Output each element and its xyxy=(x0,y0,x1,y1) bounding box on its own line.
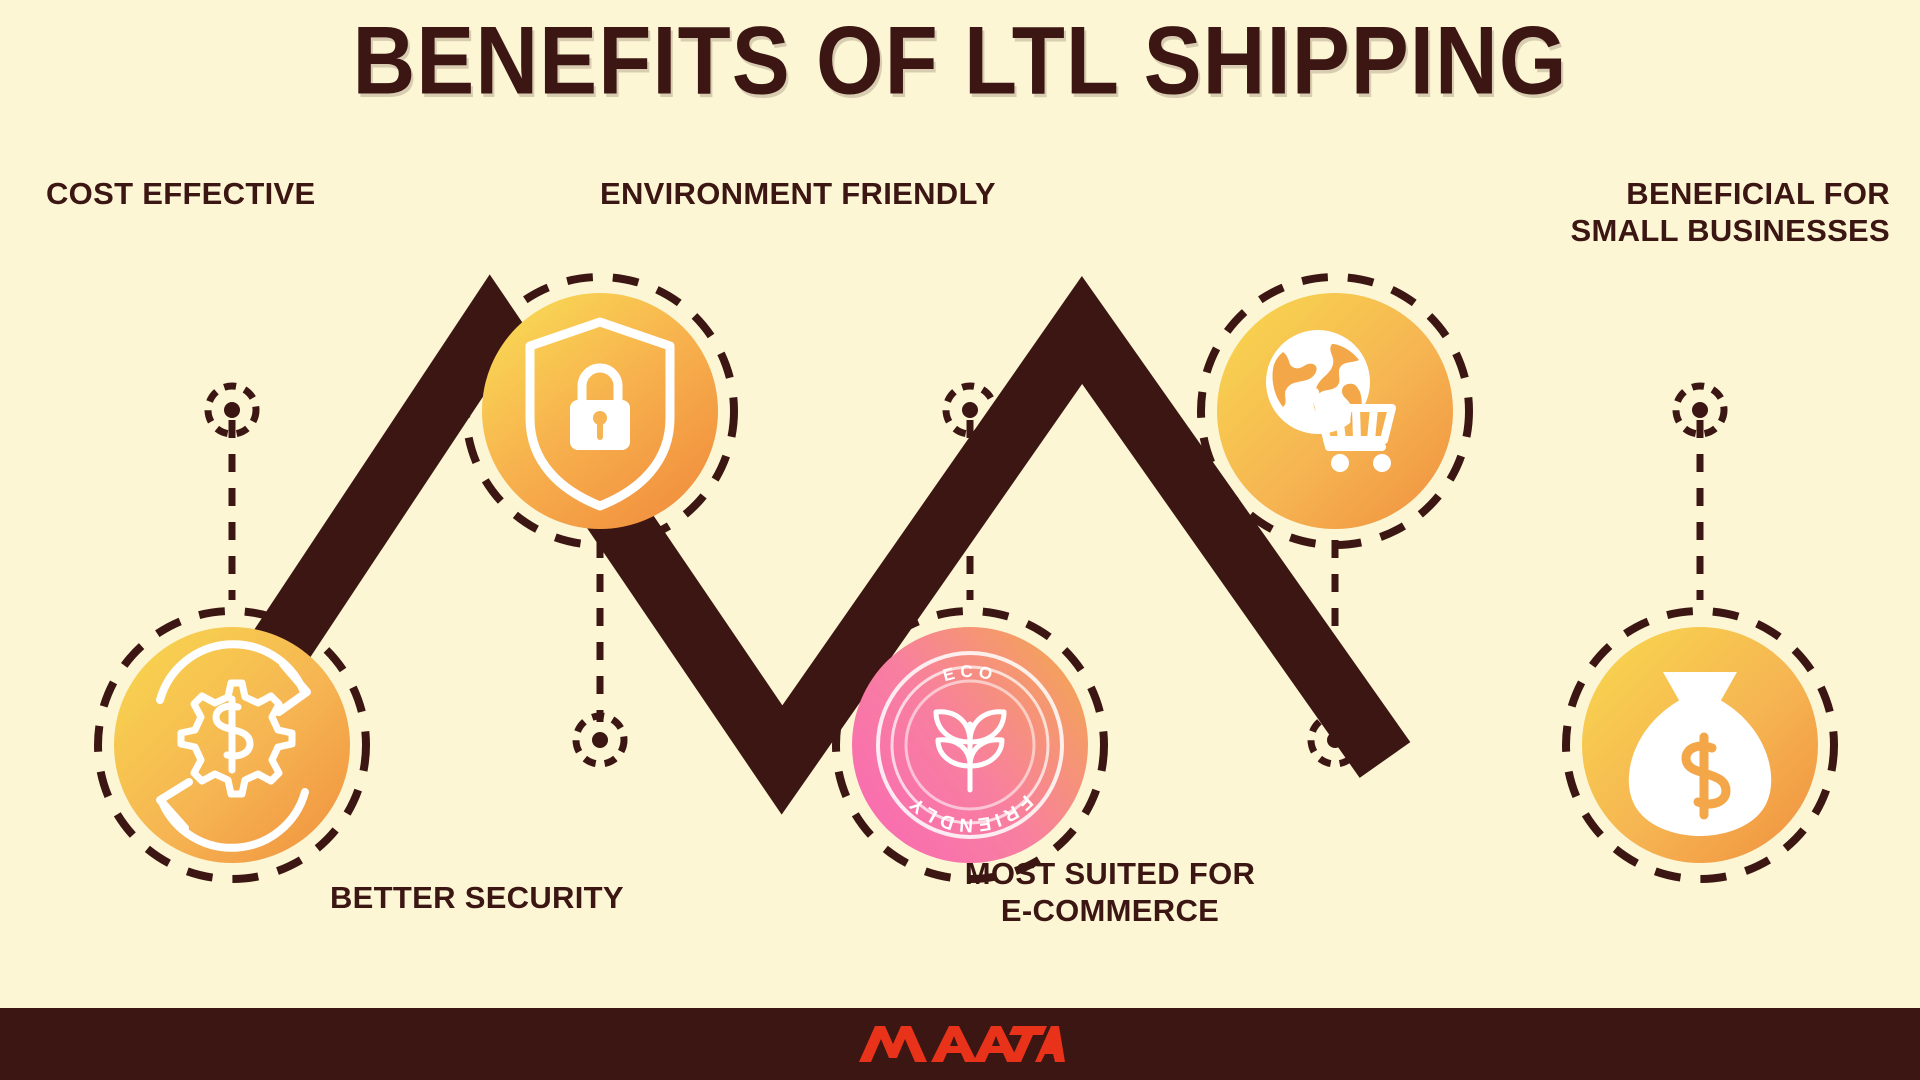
label-beneficial-small-businesses: BENEFICIAL FOR SMALL BUSINESSES xyxy=(1430,176,1890,249)
node-cost-effective[interactable] xyxy=(94,607,370,883)
dashed-ring-small-businesses xyxy=(1562,607,1838,883)
money-gear-cycle-icon xyxy=(156,640,311,852)
node-beneficial-small-businesses[interactable] xyxy=(1562,607,1838,883)
label-cost-effective: COST EFFECTIVE xyxy=(46,176,316,211)
label-small-businesses-line2: SMALL BUSINESSES xyxy=(1570,212,1890,248)
eco-friendly-badge-icon: ECO FRIENDLY xyxy=(876,651,1064,839)
footer-bar xyxy=(0,1008,1920,1080)
maata-logo[interactable] xyxy=(855,1022,1065,1066)
node-most-suited-ecommerce[interactable] xyxy=(1197,273,1473,549)
label-most-suited-ecommerce: MOST SUITED FOR E-COMMERCE xyxy=(900,856,1320,929)
zigzag-connector-ribbon xyxy=(179,274,1411,815)
label-small-businesses-line1: BENEFICIAL FOR xyxy=(1626,176,1890,211)
label-ecommerce-line1: MOST SUITED FOR xyxy=(964,856,1256,891)
maata-logo-mark xyxy=(859,1026,1065,1062)
stem-endpoint-dots xyxy=(204,382,1728,768)
node-environment-friendly[interactable]: ECO FRIENDLY xyxy=(832,607,1108,883)
label-better-security: BETTER SECURITY xyxy=(330,880,624,915)
node-better-security[interactable] xyxy=(462,273,738,549)
label-ecommerce-line2: E-COMMERCE xyxy=(1000,892,1220,928)
money-bag-icon xyxy=(1628,672,1772,836)
label-environment-friendly: ENVIRONMENT FRIENDLY xyxy=(600,176,996,211)
dashed-ring-cost-effective xyxy=(94,607,370,883)
leaf-plant-icon xyxy=(933,709,1007,793)
eco-badge-top-text: ECO xyxy=(941,662,999,685)
dashed-ring-environment-friendly xyxy=(832,607,1108,883)
page-title: BENEFITS OF LTL SHIPPING xyxy=(352,7,1568,115)
dashed-ring-better-security xyxy=(462,273,738,549)
dashed-ring-most-suited-ecommerce xyxy=(1197,273,1473,549)
dashed-stems xyxy=(228,420,1704,722)
shield-lock-icon xyxy=(525,317,675,511)
globe-shopping-cart-icon xyxy=(1266,330,1396,472)
